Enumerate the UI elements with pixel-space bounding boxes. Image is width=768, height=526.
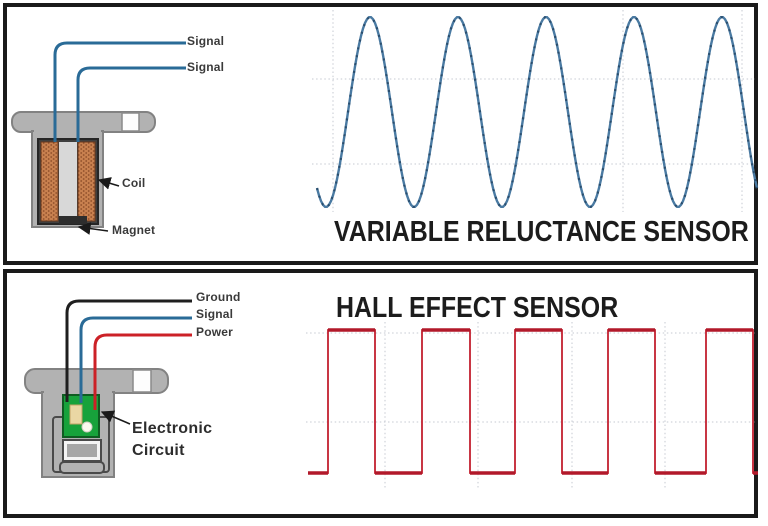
- coil-right: [77, 141, 96, 222]
- signal-label-3: Signal: [196, 307, 234, 321]
- electronic-circuit-arrow-icon: [100, 410, 131, 425]
- seam-cover: [34, 127, 101, 135]
- magnet-arrow-icon: [77, 222, 109, 235]
- sensing-element: [67, 444, 97, 457]
- power-wire: [93, 333, 192, 410]
- variable-reluctance-title: VARIABLE RELUCTANCE SENSOR: [334, 216, 749, 248]
- sine-wave: [315, 16, 759, 209]
- signal-wire-2: [76, 66, 186, 142]
- sine-wave-texture: [315, 16, 759, 208]
- signal-wire-1: [53, 41, 186, 142]
- coil-arrow-icon: [97, 177, 120, 190]
- chip: [69, 404, 83, 425]
- solder-pad: [81, 421, 93, 433]
- hall-square-waveform: [306, 322, 758, 490]
- magnet-tip: [59, 216, 87, 224]
- vr-sensor-body: [11, 111, 156, 228]
- square-wave-levels: [308, 328, 758, 475]
- signal-wire: [79, 316, 192, 403]
- hall-effect-title: HALL EFFECT SENSOR: [336, 292, 619, 324]
- magnet-label: Magnet: [112, 223, 156, 237]
- base-plate: [59, 461, 105, 474]
- dotted-grid: [306, 322, 756, 490]
- hall-sensor-drawing: [24, 299, 192, 478]
- mount-notch: [121, 112, 140, 132]
- signal-label-1: Signal: [187, 34, 225, 48]
- ground-wire: [65, 299, 192, 402]
- vr-sensor-drawing: [11, 41, 186, 235]
- electronic-circuit-label: Electronic Circuit: [132, 420, 213, 459]
- coil-left: [40, 141, 59, 222]
- magnet-core: [59, 142, 77, 221]
- hall-sensor-body: [24, 368, 169, 478]
- power-label: Power: [196, 325, 234, 339]
- vr-sine-waveform: [312, 10, 759, 212]
- signal-label-2: Signal: [187, 60, 225, 74]
- coil-label: Coil: [122, 176, 146, 190]
- square-wave: [308, 329, 758, 474]
- mount-notch: [132, 369, 152, 393]
- seam-cover: [44, 388, 112, 396]
- ground-label: Ground: [196, 290, 241, 304]
